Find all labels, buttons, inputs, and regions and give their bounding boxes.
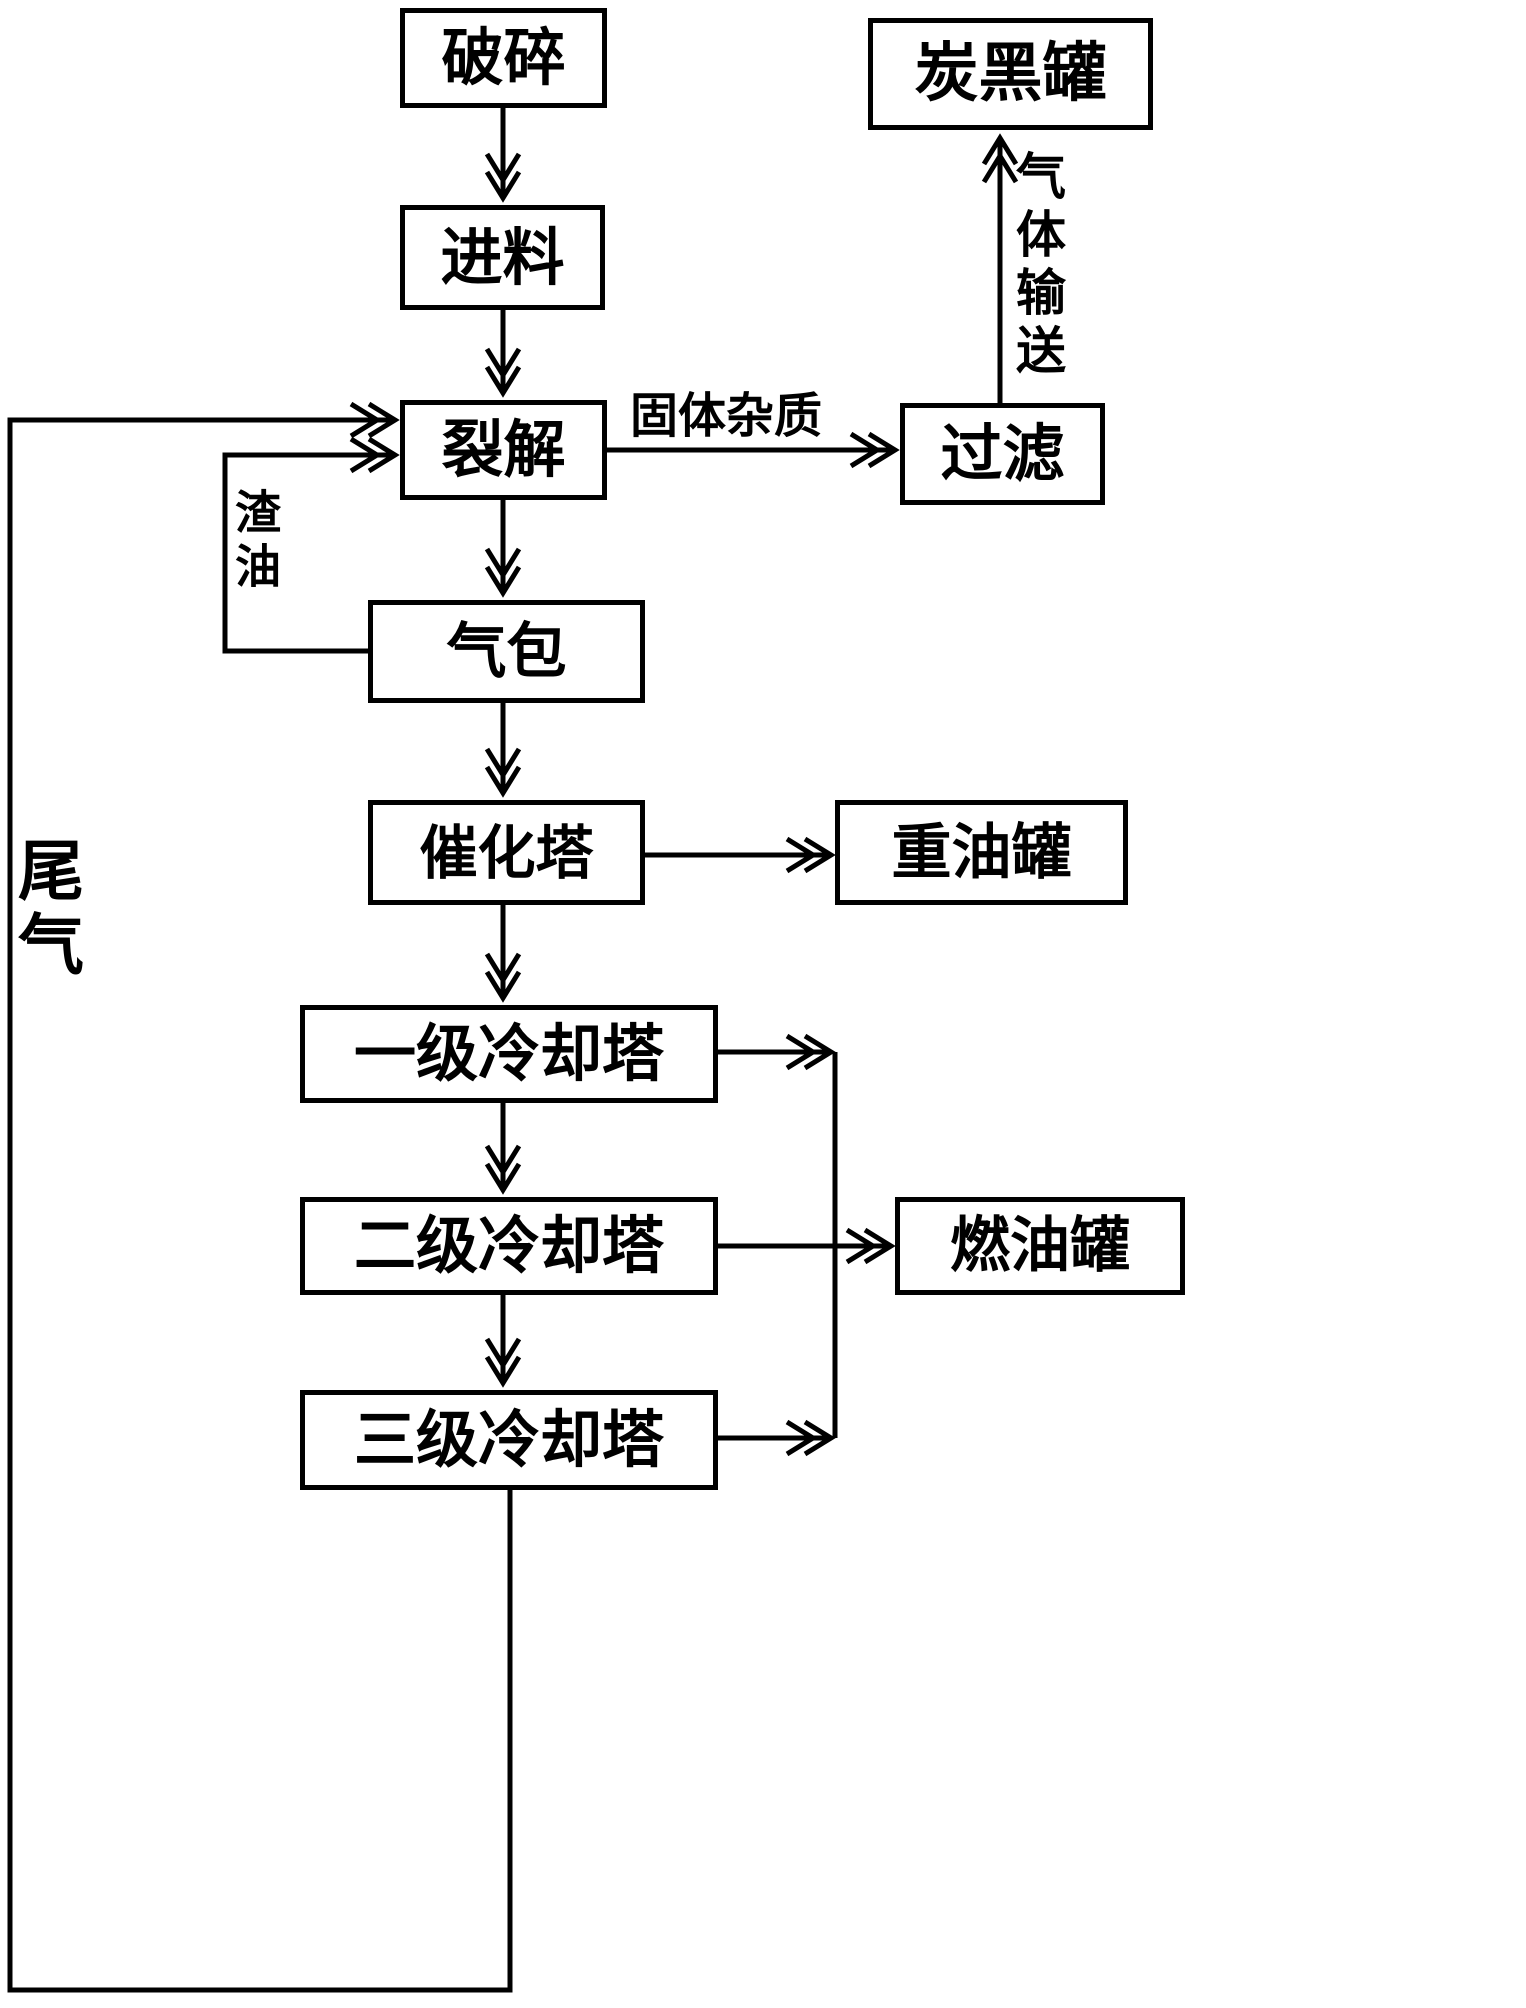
edge-label-solid-impurities: 固体杂质 [630, 388, 823, 444]
edge-label-gas-transport: 气体输送 [1008, 150, 1066, 382]
node-filter: 过滤 [900, 403, 1105, 505]
node-heavy-oil-tank: 重油罐 [835, 800, 1128, 905]
edge-tail-gas-loop [7, 401, 513, 1993]
node-gas-bag: 气包 [368, 600, 645, 703]
edge-filter-to-carbon-black [981, 133, 1019, 403]
edge-label-residue-oil: 渣油 [228, 488, 282, 596]
node-catalytic-tower: 催化塔 [368, 800, 645, 905]
edge-catalytic-to-heavy-oil [645, 836, 836, 874]
edge-crush-to-feed [484, 107, 522, 203]
node-fuel-oil-tank: 燃油罐 [895, 1197, 1185, 1295]
node-pyrolysis: 裂解 [400, 400, 607, 500]
node-cooling-tower-1: 一级冷却塔 [300, 1005, 718, 1103]
edge-gas-bag-to-catalytic [484, 703, 522, 798]
edge-cool1-to-cool2 [484, 1103, 522, 1195]
node-feed: 进料 [400, 205, 605, 310]
node-crush: 破碎 [400, 8, 607, 108]
edge-pyrolysis-to-gas-bag [484, 500, 522, 598]
edge-label-tail-gas: 尾气 [7, 836, 84, 984]
edge-pyrolysis-to-filter [607, 431, 900, 469]
edge-fuel-oil-bus [718, 1033, 896, 1457]
edge-cool2-to-cool3 [484, 1295, 522, 1388]
edge-gas-bag-residue-loop [222, 436, 400, 654]
edge-feed-to-pyrolysis [484, 310, 522, 398]
edge-catalytic-to-cool1 [484, 905, 522, 1003]
node-cooling-tower-2: 二级冷却塔 [300, 1197, 718, 1295]
node-carbon-black-tank: 炭黑罐 [868, 18, 1153, 130]
node-cooling-tower-3: 三级冷却塔 [300, 1390, 718, 1490]
